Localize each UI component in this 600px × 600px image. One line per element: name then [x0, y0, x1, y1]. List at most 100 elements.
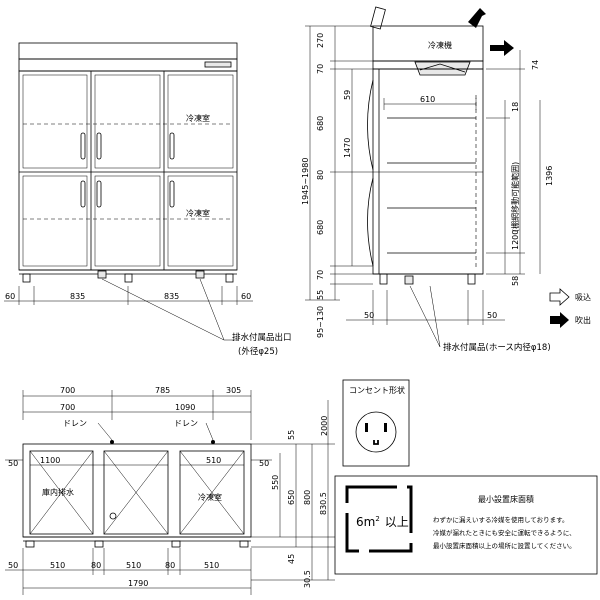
side-dim-bottom-band: 70: [316, 270, 325, 280]
shelf-range-label: (棚網移動可能範囲): [510, 162, 520, 232]
side-dim-top-band: 70: [316, 64, 325, 74]
side-dim-depth: 610: [420, 95, 435, 104]
plan-dim-right-2000: 2000: [320, 416, 329, 436]
outlet-shape: コンセント形状: [342, 379, 410, 467]
plan-view: 700 785 305 700 1090 ドレン ドレン 庫内排水 冷凍室 1: [5, 386, 335, 595]
legend-exhaust: 吹出: [575, 315, 591, 325]
internal-drain-icon: [109, 512, 117, 520]
plan-dim-right-305: 30.5: [303, 570, 312, 588]
door-handle: [169, 132, 175, 160]
plan-dim-left-3: 50: [259, 459, 269, 468]
side-dim-unit: 270: [316, 33, 325, 48]
plan-dim-left-1: 50: [8, 459, 18, 468]
front-drain-label: 排水付属品出口: [232, 332, 292, 343]
plan-dim-top-5: 1090: [175, 403, 195, 412]
side-drain-fitting: [404, 275, 414, 285]
plan-dim-bottom-5: 510: [204, 561, 219, 570]
exhaust-arrow-top: [468, 8, 486, 28]
side-dim-right-base: 58: [511, 276, 520, 286]
plan-drain-label-1: ドレン: [63, 419, 87, 428]
side-dim-upper: 680: [316, 116, 325, 131]
front-room-label-lower: 冷凍室: [186, 208, 210, 218]
unit-label: 冷凍機: [428, 40, 452, 50]
front-control-band: [18, 58, 238, 72]
foot: [22, 273, 31, 283]
side-foot: [467, 273, 476, 285]
plan-dim-inner-wide: 1100: [40, 456, 60, 465]
area-note-3: 最小設置床面積以上の場所に設置してください。: [433, 541, 576, 550]
control-panel: [204, 61, 232, 68]
side-dim-right-top: 74: [531, 60, 540, 70]
side-view: 冷凍機 270 70 68: [301, 6, 554, 353]
airflow-legend: 吸込 吹出: [549, 288, 591, 328]
plan-dim-right-800: 800: [303, 490, 312, 505]
front-view: 冷凍室 冷凍室 60 835 835 60 排水付属品出口 (外径φ25): [4, 42, 292, 357]
door-handle: [80, 180, 86, 208]
area-title: 最小設置床面積: [478, 494, 534, 504]
plan-dim-top-2: 785: [155, 386, 170, 395]
side-dim-right-range: 1396: [545, 166, 554, 186]
front-drain-sublabel: (外径φ25): [238, 346, 278, 357]
outlet-frame: [342, 379, 410, 467]
outlet-title: コンセント形状: [349, 385, 405, 395]
side-dim-right-offset: 18: [511, 102, 520, 112]
plan-dim-right-45: 45: [287, 554, 296, 564]
plan-dim-top-3: 305: [226, 386, 241, 395]
plan-room-label-1: 庫内排水: [42, 487, 74, 497]
area-diagram: [345, 485, 413, 553]
door-handle: [80, 132, 86, 160]
foot: [225, 273, 234, 283]
side-dim-mid: 80: [316, 170, 325, 180]
drain-fitting: [97, 270, 107, 279]
exhaust-arrow-side: [490, 40, 514, 56]
plan-dim-right-55: 55: [287, 430, 296, 440]
plan-drain-label-2: ドレン: [174, 419, 198, 428]
front-body: [18, 70, 238, 271]
drain-fitting: [195, 270, 205, 279]
front-dim-width-right: 835: [164, 292, 179, 301]
fan-housing: [414, 61, 471, 76]
side-dim-bottom-right: 50: [487, 311, 497, 320]
front-dim-left-margin: 60: [5, 292, 15, 301]
area-frame: [334, 475, 598, 575]
side-dim-gap: 59: [343, 90, 352, 100]
side-dim-leg: 95~130: [316, 306, 325, 338]
door-handle: [96, 180, 102, 208]
plan-dim-bottom-1: 510: [50, 561, 65, 570]
exhaust-arrow-icon: [550, 312, 569, 328]
door-handle: [96, 132, 102, 160]
plan-dim-top-4: 700: [60, 403, 75, 412]
top-vent: [370, 6, 386, 30]
plan-dim-top-1: 700: [60, 386, 75, 395]
plan-dim-inner-narrow: 510: [206, 456, 221, 465]
side-drain-label: 排水付属品(ホース内径φ18): [443, 342, 551, 353]
front-room-label-upper: 冷凍室: [186, 113, 210, 123]
plan-dim-left-2: 50: [8, 561, 18, 570]
area-note-2: 冷媒が漏れたときにも安全に運転できるように、: [433, 528, 576, 537]
front-top-panel: [18, 42, 238, 60]
side-foot: [379, 273, 388, 285]
plan-room-label-2: 冷凍室: [198, 492, 222, 502]
area-note-1: わずかに漏えいする冷媒を使用しております。: [433, 515, 568, 524]
side-dim-shelf-range: 1200: [511, 230, 520, 250]
plan-dim-right-8305: 830.5: [319, 492, 328, 515]
plan-dim-bottom-2: 80: [91, 561, 101, 570]
side-dim-lower: 680: [316, 220, 325, 235]
plan-dim-right-550: 550: [271, 475, 280, 490]
plan-dim-bottom-3: 510: [126, 561, 141, 570]
side-dim-total-height: 1945~1980: [301, 158, 310, 205]
outlet-icon: [355, 411, 397, 453]
plan-dim-bottom-4: 80: [165, 561, 175, 570]
plan-dim-right-650: 650: [287, 490, 296, 505]
side-dim-base: 55: [316, 290, 325, 300]
foot: [124, 273, 133, 283]
plan-dim-total-width: 1790: [128, 579, 148, 588]
side-dim-inner-height: 1470: [343, 138, 352, 158]
side-dim-bottom-left: 50: [364, 311, 374, 320]
front-dim-right-margin: 60: [241, 292, 251, 301]
front-dim-width-left: 835: [70, 292, 85, 301]
intake-arrow-icon: [549, 288, 570, 306]
